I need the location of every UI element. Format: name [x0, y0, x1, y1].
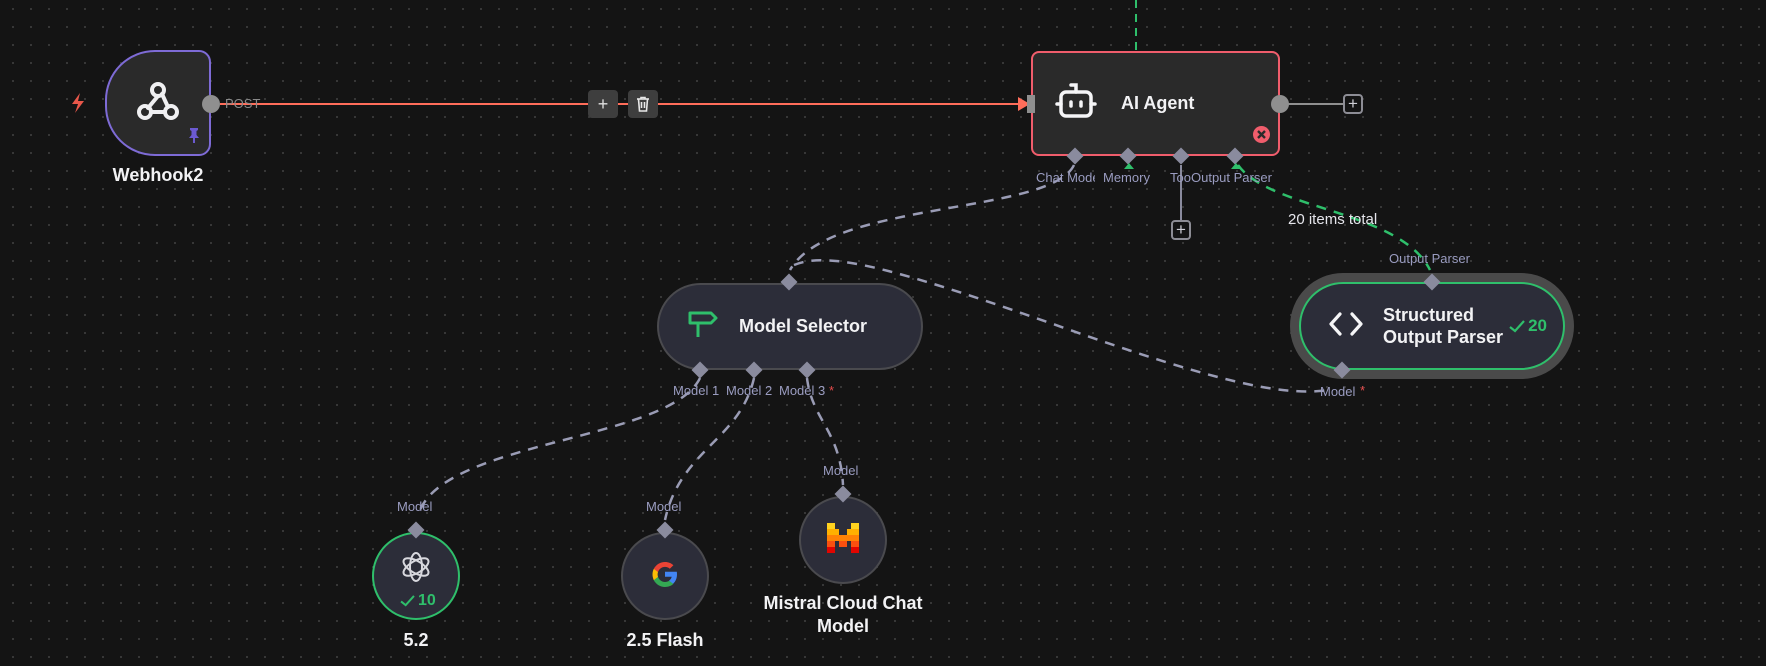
parser-input-label: Output Parser	[1389, 251, 1470, 266]
signpost-icon	[687, 309, 719, 344]
mistral-input-label: Model	[823, 463, 859, 478]
output-parser-edge-label: 20 items total	[1288, 211, 1378, 228]
ai-agent-add-output-button[interactable]: +	[1343, 94, 1363, 114]
edge-arrowhead	[1018, 97, 1030, 111]
model-3-required-marker: *	[829, 383, 835, 398]
output-parser-input-label: Output Parser	[1191, 170, 1272, 185]
openai-input-label: Model	[397, 499, 433, 514]
ai-agent-title: AI Agent	[1121, 93, 1195, 113]
openai-item-count: 10	[418, 592, 436, 609]
gemini-model-node[interactable]	[621, 532, 709, 620]
webhook-icon	[134, 77, 182, 130]
webhook-output-handle[interactable]	[202, 95, 220, 113]
model-2-output-label: Model 2	[726, 383, 773, 398]
ai-agent-add-tool-button[interactable]: +	[1171, 220, 1191, 240]
gemini-title: 2.5 Flash	[626, 630, 704, 650]
openai-icon	[398, 549, 434, 590]
mistral-icon	[827, 522, 859, 558]
ai-agent-input-handle[interactable]	[1027, 95, 1035, 113]
openai-title: 5.2	[403, 630, 429, 650]
error-x-icon[interactable]	[1253, 126, 1270, 148]
mistral-title: Mistral Cloud Chat Model	[743, 592, 943, 638]
memory-required-triangle	[1124, 163, 1134, 169]
edge-model1-openai[interactable]	[418, 377, 702, 511]
trash-icon	[636, 96, 650, 116]
model-selector-node[interactable]: Model Selector	[657, 283, 923, 370]
ai-agent-node[interactable]: AI Agent	[1031, 51, 1280, 156]
openai-success-badge: 10	[400, 592, 436, 610]
memory-input-label: Memory	[1103, 170, 1150, 185]
gemini-input-label: Model	[646, 499, 682, 514]
parser-title: Structured Output Parser	[1383, 304, 1503, 348]
code-brackets-icon	[1329, 311, 1363, 342]
output-parser-required-triangle	[1231, 163, 1241, 169]
webhook-node[interactable]	[105, 50, 211, 156]
edge-model2-gemini[interactable]	[663, 377, 756, 521]
check-icon	[400, 595, 415, 607]
edge-model3-mistral[interactable]	[805, 377, 845, 486]
robot-icon	[1055, 82, 1097, 125]
edge-selector-to-parser-model[interactable]	[793, 258, 1331, 393]
model-1-output-label: Model 1	[673, 383, 720, 398]
mistral-title-line1: Mistral Cloud Chat	[763, 593, 923, 613]
lightning-icon	[69, 92, 87, 119]
tool-input-label: Too	[1170, 170, 1191, 185]
edge-chat-model-to-selector[interactable]	[788, 164, 1076, 271]
parser-title-line2: Output Parser	[1383, 327, 1504, 347]
webhook-output-label: POST	[225, 96, 261, 111]
parser-title-line1: Structured	[1383, 305, 1475, 325]
parser-item-count: 20	[1528, 316, 1547, 335]
google-icon	[650, 559, 680, 594]
model-selector-title: Model Selector	[739, 316, 868, 336]
check-icon	[1509, 319, 1525, 333]
edge-add-button[interactable]: +	[588, 90, 618, 118]
model-3-output-label: Model 3	[779, 383, 826, 398]
parser-success-badge: 20	[1509, 316, 1547, 336]
parser-model-required-marker: *	[1360, 383, 1366, 398]
mistral-model-node[interactable]	[799, 496, 887, 584]
mistral-title-line2: Model	[817, 616, 869, 636]
ai-agent-output-handle[interactable]	[1271, 95, 1289, 113]
edge-delete-button[interactable]	[628, 90, 658, 118]
parser-model-label: Model	[1320, 384, 1356, 399]
webhook-title: Webhook2	[112, 165, 204, 185]
edge-output-parser[interactable]	[1236, 164, 1432, 271]
chat-model-input-label: Chat Mode	[1036, 170, 1095, 185]
pin-icon	[187, 127, 201, 148]
openai-model-node[interactable]: 10	[372, 532, 460, 620]
structured-output-parser-node[interactable]: Structured Output Parser 20	[1299, 282, 1565, 370]
